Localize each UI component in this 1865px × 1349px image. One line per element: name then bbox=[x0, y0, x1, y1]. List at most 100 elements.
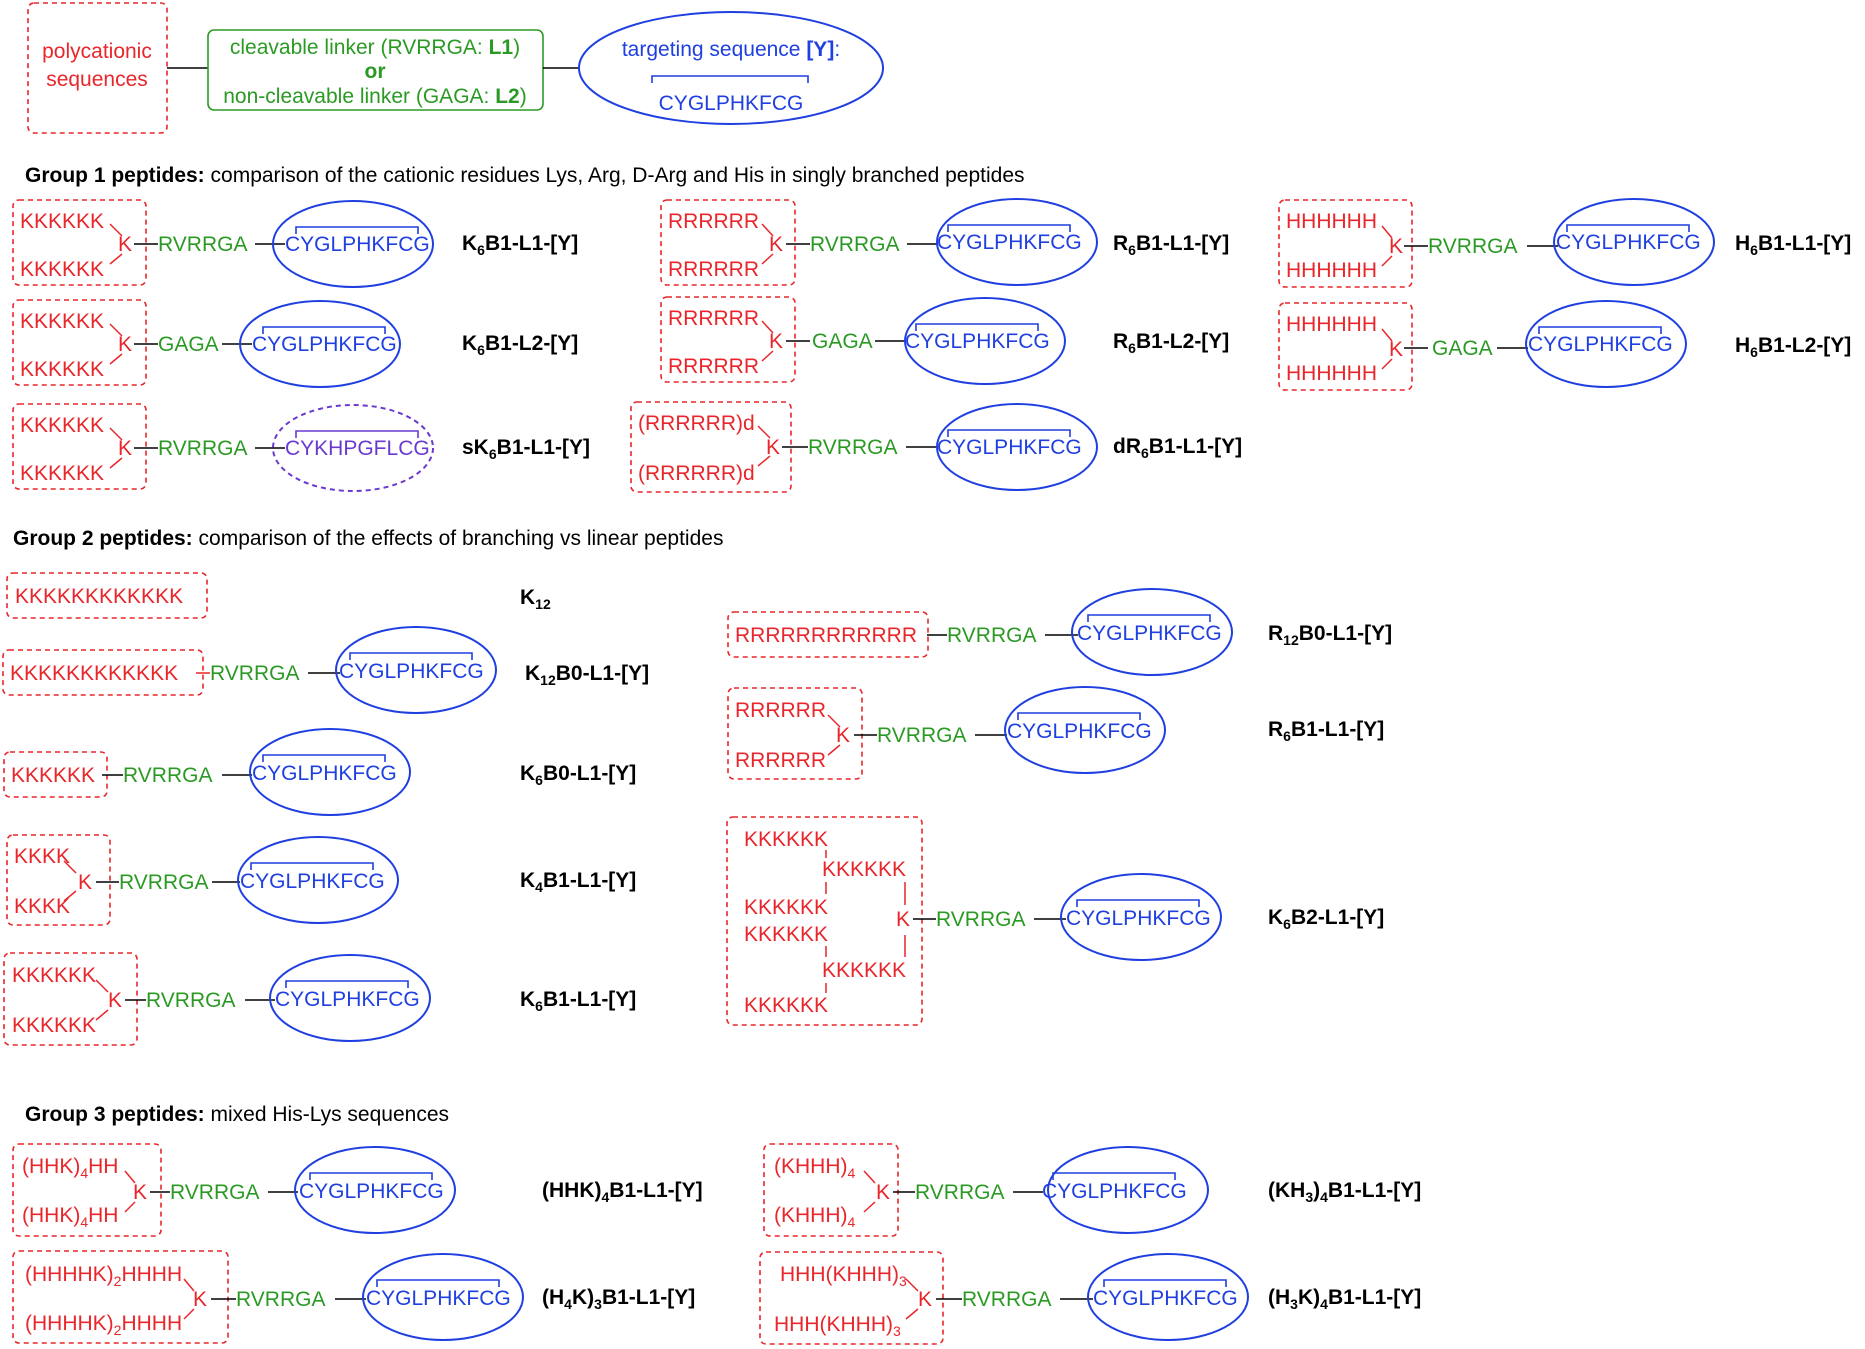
svg-text:RVRRGA: RVRRGA bbox=[170, 1181, 259, 1204]
svg-text:KKKKKK: KKKKKK bbox=[744, 896, 828, 919]
svg-text:R12B0-L1-[Y]: R12B0-L1-[Y] bbox=[1268, 622, 1392, 648]
svg-text:CYGLPHKFCG: CYGLPHKFCG bbox=[1556, 231, 1701, 254]
svg-text:KKKKKK: KKKKKK bbox=[11, 764, 95, 787]
svg-text:K: K bbox=[108, 989, 122, 1012]
svg-text:RVRRGA: RVRRGA bbox=[947, 624, 1036, 647]
svg-text:H6B1-L1-[Y]: H6B1-L1-[Y] bbox=[1735, 232, 1851, 258]
svg-text:CYGLPHKFCG: CYGLPHKFCG bbox=[366, 1287, 511, 1310]
linker-box bbox=[207, 29, 544, 111]
svg-text:sK6B1-L1-[Y]: sK6B1-L1-[Y] bbox=[462, 436, 590, 462]
linker-cleavable: cleavable linker (RVRRGA: L1) bbox=[230, 36, 520, 59]
svg-text:CYGLPHKFCG: CYGLPHKFCG bbox=[937, 436, 1082, 459]
peptide-h3k4b1-l1: HHH(KHHH)3 HHH(KHHH)3 K RVRRGA CYGLPHKFC… bbox=[759, 1251, 1421, 1345]
svg-text:HHHHHH: HHHHHH bbox=[1286, 362, 1377, 385]
svg-text:K: K bbox=[118, 437, 132, 460]
svg-text:KKKKKK: KKKKKK bbox=[20, 462, 104, 485]
svg-text:K: K bbox=[918, 1288, 932, 1311]
svg-text:KKKKKK: KKKKKK bbox=[20, 358, 104, 381]
legend: polycationic sequences cleavable linker … bbox=[27, 2, 884, 134]
svg-text:K: K bbox=[1389, 338, 1403, 361]
svg-text:RVRRGA: RVRRGA bbox=[1428, 235, 1517, 258]
svg-text:(H3K)4B1-L1-[Y]: (H3K)4B1-L1-[Y] bbox=[1268, 1286, 1421, 1312]
svg-text:(H4K)3B1-L1-[Y]: (H4K)3B1-L1-[Y] bbox=[542, 1286, 695, 1312]
svg-text:RVRRGA: RVRRGA bbox=[119, 871, 208, 894]
svg-text:CYGLPHKFCG: CYGLPHKFCG bbox=[252, 333, 397, 356]
svg-text:KKKKKK: KKKKKK bbox=[12, 1014, 96, 1037]
svg-text:K6B1-L1-[Y]: K6B1-L1-[Y] bbox=[520, 988, 636, 1014]
peptide-hhk4b1-l1: (HHK)4HH (HHK)4HH K RVRRGA CYGLPHKFCG (H… bbox=[12, 1143, 703, 1237]
svg-text:RRRRRR: RRRRRR bbox=[668, 258, 759, 281]
svg-text:CYGLPHKFCG: CYGLPHKFCG bbox=[285, 233, 430, 256]
targeting-title: targeting sequence [Y]: bbox=[622, 38, 840, 61]
svg-text:K: K bbox=[896, 908, 910, 931]
svg-text:K: K bbox=[193, 1288, 207, 1311]
svg-text:RVRRGA: RVRRGA bbox=[877, 724, 966, 747]
svg-text:GAGA: GAGA bbox=[158, 333, 219, 356]
svg-text:KKKKKK: KKKKKK bbox=[20, 310, 104, 333]
svg-text:KKKKKK: KKKKKK bbox=[20, 210, 104, 233]
svg-text:CYGLPHKFCG: CYGLPHKFCG bbox=[252, 762, 397, 785]
svg-text:HHH(KHHH)3: HHH(KHHH)3 bbox=[780, 1263, 907, 1289]
peptide-k6b2-l1: KKKKKK KKKKKK KKKKKK KKKKKK KKKKKK KKKKK… bbox=[726, 816, 1384, 1026]
svg-text:KKKKKK: KKKKKK bbox=[744, 994, 828, 1017]
peptide-k6b1-l2: KKKKKK KKKKKK K GAGA CYGLPHKFCG K6B1-L2-… bbox=[12, 299, 578, 388]
polycationic-box bbox=[27, 2, 168, 134]
polycationic-label-1: polycationic bbox=[42, 40, 152, 63]
polycationic-label-2: sequences bbox=[46, 68, 148, 91]
svg-text:CYGLPHKFCG: CYGLPHKFCG bbox=[937, 231, 1082, 254]
svg-text:K6B1-L2-[Y]: K6B1-L2-[Y] bbox=[462, 332, 578, 358]
svg-text:RRRRRR: RRRRRR bbox=[668, 355, 759, 378]
svg-text:KKKK: KKKK bbox=[14, 895, 70, 918]
peptide-k12: KKKKKKKKKKKK K12 bbox=[6, 572, 551, 619]
svg-text:KKKKKK: KKKKKK bbox=[20, 258, 104, 281]
svg-text:K: K bbox=[78, 871, 92, 894]
peptide-dr6b1-l1: (RRRRRR)d (RRRRRR)d K RVRRGA CYGLPHKFCG … bbox=[630, 401, 1242, 493]
svg-text:CYKHPGFLCG: CYKHPGFLCG bbox=[285, 437, 430, 460]
svg-text:CYGLPHKFCG: CYGLPHKFCG bbox=[1093, 1287, 1238, 1310]
peptide-r6b1-l2: RRRRRR RRRRRR K GAGA CYGLPHKFCG R6B1-L2-… bbox=[660, 296, 1229, 385]
peptide-h6b1-l2: HHHHHH HHHHHH K GAGA CYGLPHKFCG H6B1-L2-… bbox=[1278, 300, 1851, 391]
svg-text:CYGLPHKFCG: CYGLPHKFCG bbox=[1007, 720, 1152, 743]
svg-text:KKKKKKKKKKKK: KKKKKKKKKKKK bbox=[15, 585, 183, 608]
svg-text:H6B1-L2-[Y]: H6B1-L2-[Y] bbox=[1735, 334, 1851, 360]
svg-text:K: K bbox=[118, 333, 132, 356]
svg-text:KKKKKK: KKKKKK bbox=[822, 959, 906, 982]
peptide-k6b0-l1: KKKKKK RVRRGA CYGLPHKFCG K6B0-L1-[Y] bbox=[3, 728, 636, 816]
svg-text:RRRRRRRRRRRR: RRRRRRRRRRRR bbox=[735, 624, 917, 647]
svg-text:HHHHHH: HHHHHH bbox=[1286, 210, 1377, 233]
svg-text:CYGLPHKFCG: CYGLPHKFCG bbox=[1066, 907, 1211, 930]
svg-text:RVRRGA: RVRRGA bbox=[808, 436, 897, 459]
svg-text:K6B1-L1-[Y]: K6B1-L1-[Y] bbox=[462, 232, 578, 258]
svg-text:CYGLPHKFCG: CYGLPHKFCG bbox=[339, 660, 484, 683]
svg-text:K: K bbox=[133, 1181, 147, 1204]
svg-text:RVRRGA: RVRRGA bbox=[936, 908, 1025, 931]
svg-text:RRRRRR: RRRRRR bbox=[668, 210, 759, 233]
linker-noncleavable: non-cleavable linker (GAGA: L2) bbox=[223, 85, 526, 108]
peptide-k12b0-l1: KKKKKKKKKKKK RVRRGA CYGLPHKFCG K12B0-L1-… bbox=[2, 626, 649, 714]
peptide-h6b1-l1: HHHHHH HHHHHH K RVRRGA CYGLPHKFCG H6B1-L… bbox=[1278, 198, 1851, 288]
targeting-ellipse bbox=[578, 11, 884, 125]
svg-text:KKKKKK: KKKKKK bbox=[744, 923, 828, 946]
svg-text:RVRRGA: RVRRGA bbox=[810, 233, 899, 256]
svg-text:HHHHHH: HHHHHH bbox=[1286, 259, 1377, 282]
svg-text:(KHHH)4: (KHHH)4 bbox=[774, 1155, 856, 1181]
svg-text:(HHK)4B1-L1-[Y]: (HHK)4B1-L1-[Y] bbox=[542, 1179, 703, 1205]
svg-text:CYGLPHKFCG: CYGLPHKFCG bbox=[1077, 622, 1222, 645]
svg-text:(RRRRRR)d: (RRRRRR)d bbox=[638, 462, 755, 485]
svg-text:RRRRRR: RRRRRR bbox=[735, 749, 826, 772]
group2-heading: Group 2 peptides: comparison of the effe… bbox=[13, 527, 723, 550]
svg-text:KKKKKK: KKKKKK bbox=[822, 858, 906, 881]
svg-text:K: K bbox=[769, 330, 783, 353]
svg-text:K: K bbox=[766, 436, 780, 459]
group1-heading: Group 1 peptides: comparison of the cati… bbox=[25, 164, 1025, 187]
svg-text:K4B1-L1-[Y]: K4B1-L1-[Y] bbox=[520, 869, 636, 895]
svg-text:KKKKKKKKKKKK: KKKKKKKKKKKK bbox=[10, 662, 178, 685]
svg-text:K12B0-L1-[Y]: K12B0-L1-[Y] bbox=[525, 662, 649, 688]
linker-or: or bbox=[365, 60, 386, 83]
svg-text:CYGLPHKFCG: CYGLPHKFCG bbox=[275, 988, 420, 1011]
svg-text:RVRRGA: RVRRGA bbox=[915, 1181, 1004, 1204]
svg-text:GAGA: GAGA bbox=[812, 330, 873, 353]
svg-text:RRRRRR: RRRRRR bbox=[668, 307, 759, 330]
svg-text:CYGLPHKFCG: CYGLPHKFCG bbox=[299, 1180, 444, 1203]
